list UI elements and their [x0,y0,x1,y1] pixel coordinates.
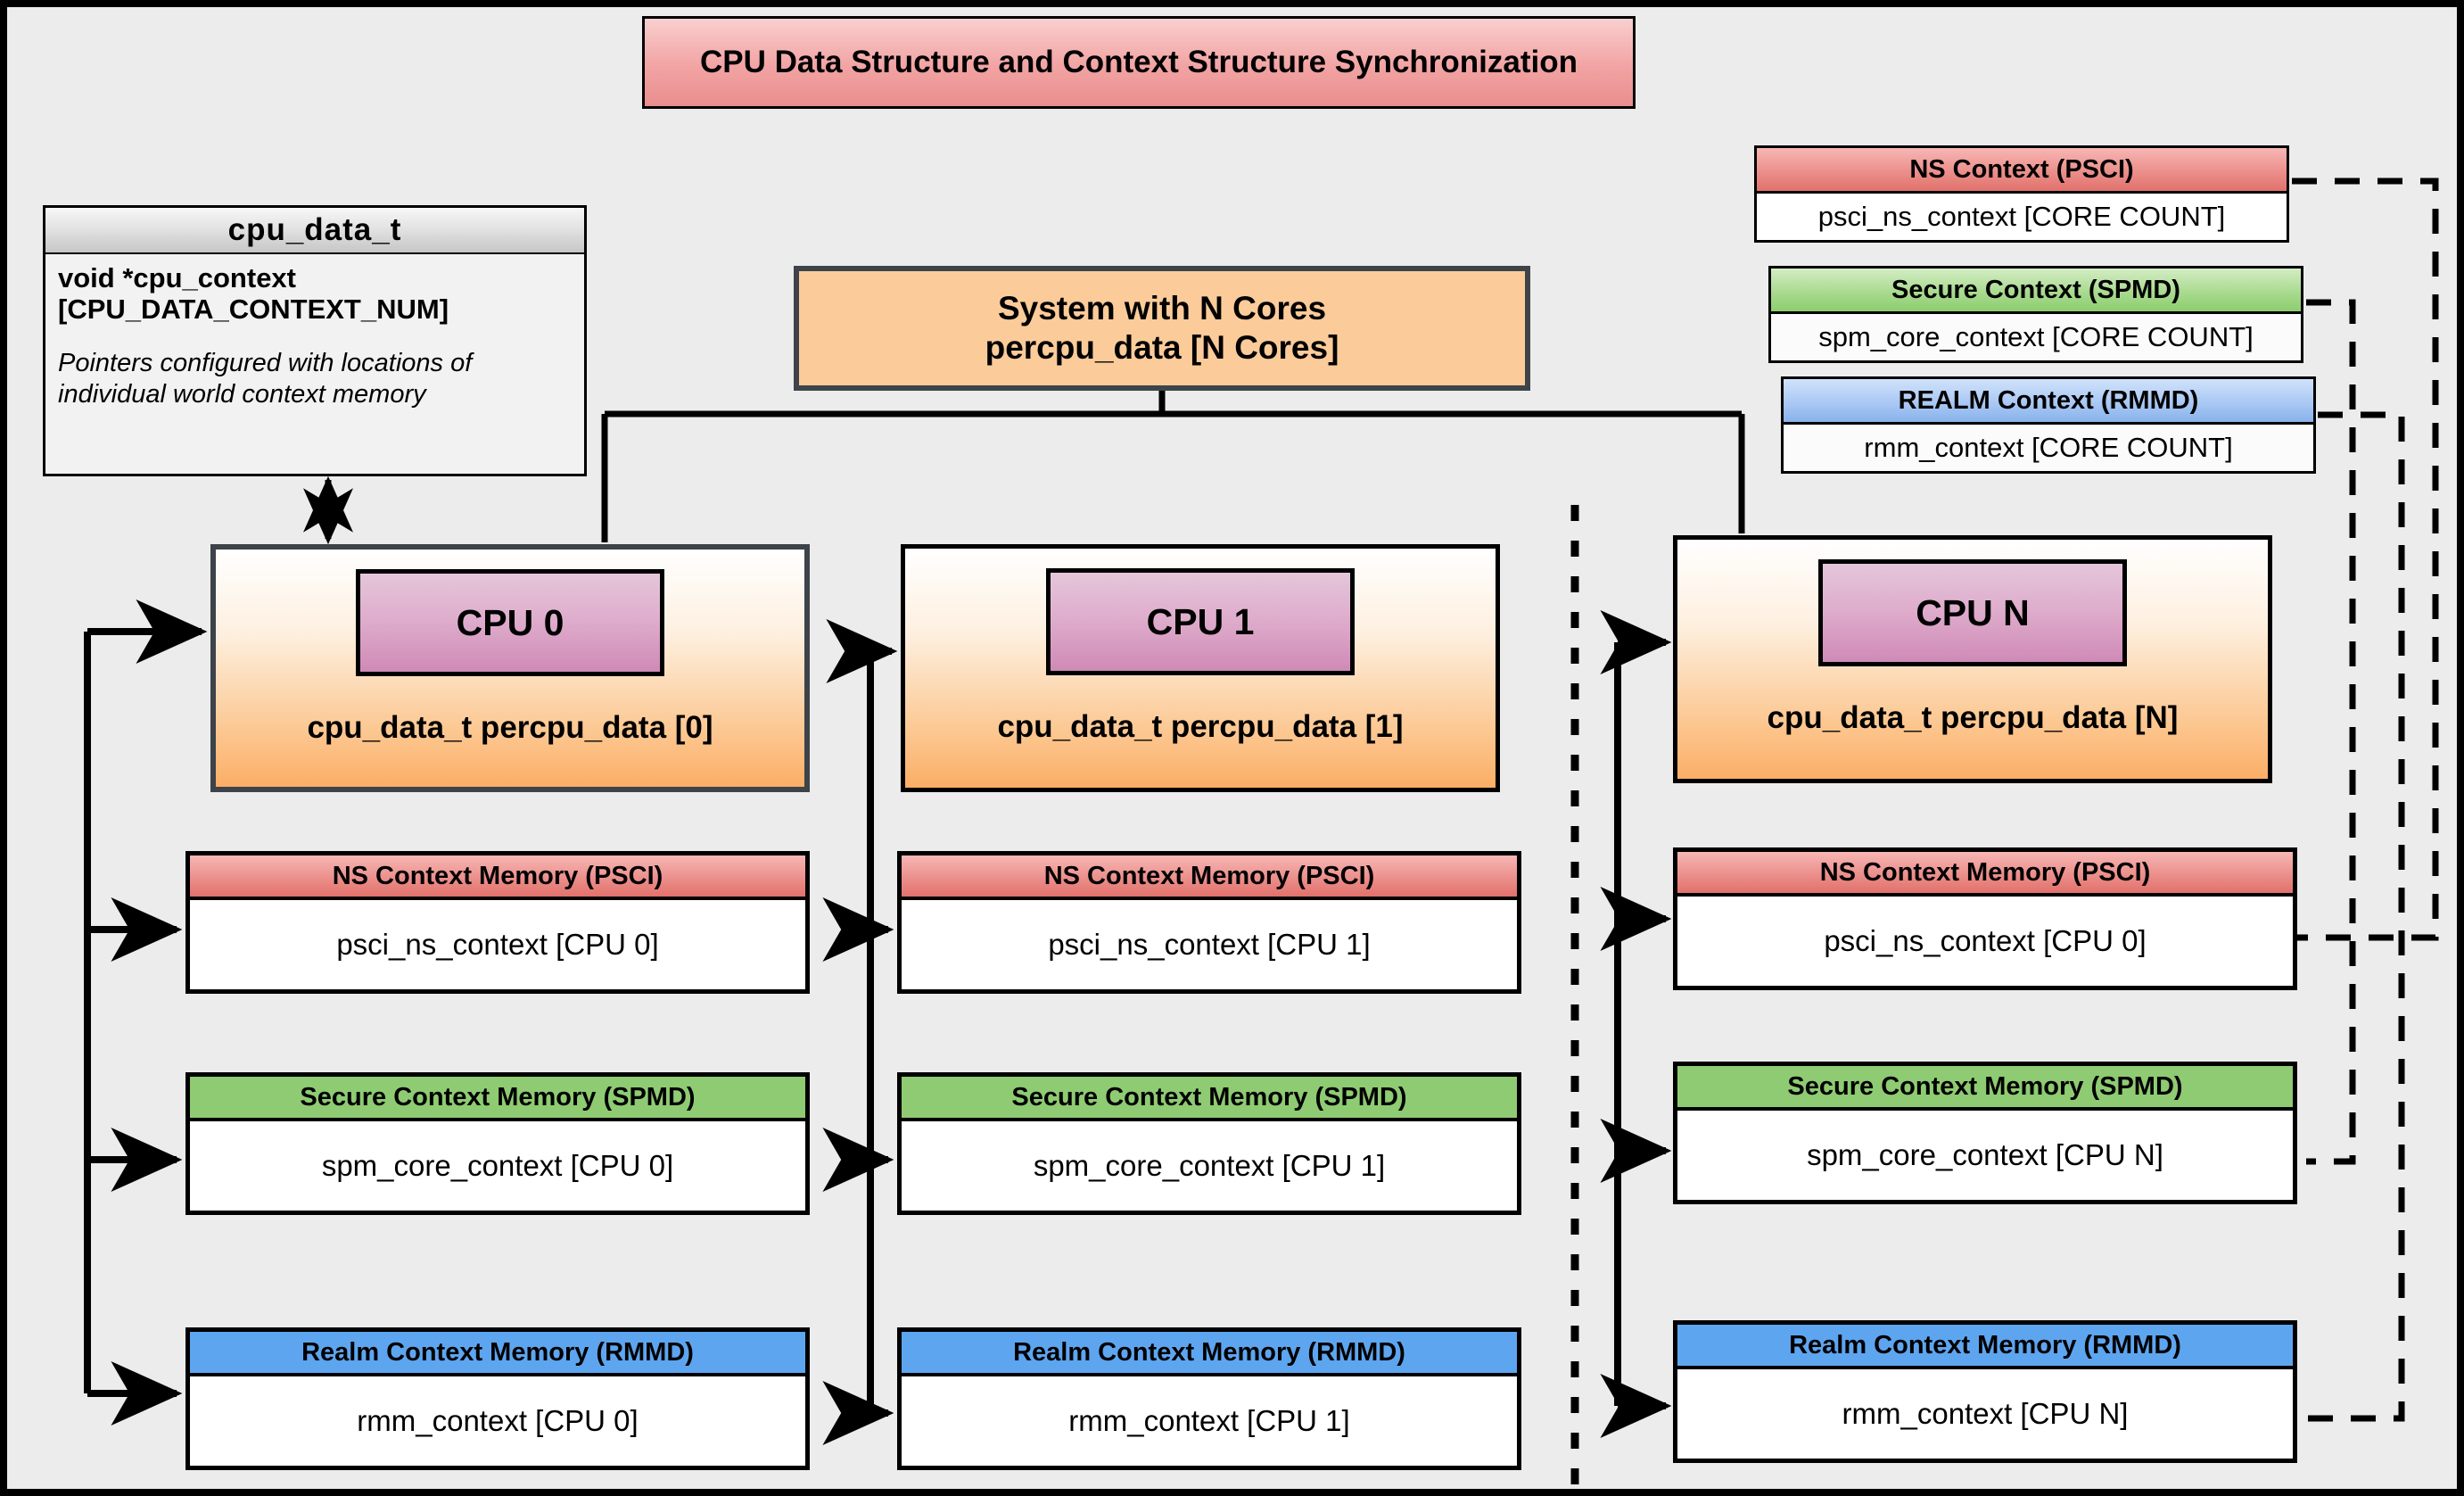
context-memory-ns-cpu0: NS Context Memory (PSCI) psci_ns_context… [185,851,810,994]
cpu-chip-n: CPU N [1818,559,2127,666]
cpu-node-1: CPU 1 cpu_data_t percpu_data [1] [901,544,1500,792]
global-context-realm-body: rmm_context [CORE COUNT] [1784,425,2313,471]
cpu0-pointer-bus [84,599,208,1426]
context-memory-realm-cpun: Realm Context Memory (RMMD) rmm_context … [1673,1320,2297,1463]
context-memory-secure-cpu1-header: Secure Context Memory (SPMD) [902,1077,1517,1121]
cpu-data-t-struct: cpu_data_t void *cpu_context [CPU_DATA_C… [43,205,587,476]
global-context-secure-header: Secure Context (SPMD) [1771,269,2301,314]
context-memory-ns-cpu1: NS Context Memory (PSCI) psci_ns_context… [897,851,1521,994]
context-memory-secure-cpu0: Secure Context Memory (SPMD) spm_core_co… [185,1072,810,1215]
cpu1-pointer-bus [822,619,898,1445]
cpu-label-n: cpu_data_t percpu_data [N] [1767,700,2179,735]
global-context-ns: NS Context (PSCI) psci_ns_context [CORE … [1754,145,2289,243]
context-memory-ns-cpu0-body: psci_ns_context [CPU 0] [190,900,805,989]
global-context-secure-body: spm_core_context [CORE COUNT] [1771,314,2301,360]
cpu-node-n: CPU N cpu_data_t percpu_data [N] [1673,535,2272,783]
global-realm-link [2306,411,2405,1422]
global-context-ns-header: NS Context (PSCI) [1757,148,2287,194]
context-memory-secure-cpun-body: spm_core_context [CPU N] [1677,1111,2293,1200]
context-memory-realm-cpu1-body: rmm_context [CPU 1] [902,1376,1517,1466]
global-context-ns-body: psci_ns_context [CORE COUNT] [1757,194,2287,240]
context-memory-secure-cpu1-body: spm_core_context [CPU 1] [902,1121,1517,1211]
system-line-2: percpu_data [N Cores] [985,329,1339,366]
context-memory-ns-cpu1-body: psci_ns_context [CPU 1] [902,900,1517,989]
cpu-label-1: cpu_data_t percpu_data [1] [997,709,1404,744]
global-context-secure: Secure Context (SPMD) spm_core_context [… [1768,266,2303,363]
context-memory-realm-cpu0: Realm Context Memory (RMMD) rmm_context … [185,1327,810,1470]
context-memory-realm-cpu1-header: Realm Context Memory (RMMD) [902,1332,1517,1376]
context-memory-secure-cpu1: Secure Context Memory (SPMD) spm_core_co… [897,1072,1521,1215]
cpu-node-0: CPU 0 cpu_data_t percpu_data [0] [210,544,810,792]
context-memory-ns-cpu1-header: NS Context Memory (PSCI) [902,855,1517,900]
cpu-data-t-header: cpu_data_t [45,208,584,254]
context-memory-secure-cpu0-body: spm_core_context [CPU 0] [190,1121,805,1211]
context-memory-realm-cpu0-header: Realm Context Memory (RMMD) [190,1332,805,1376]
cpu-data-t-declaration: void *cpu_context [CPU_DATA_CONTEXT_NUM] [58,262,449,325]
context-memory-realm-cpun-body: rmm_context [CPU N] [1677,1369,2293,1459]
cpu-data-t-note: Pointers configured with locations of in… [58,349,473,409]
cpu-chip-0: CPU 0 [356,569,664,676]
context-memory-ns-cpu0-header: NS Context Memory (PSCI) [190,855,805,900]
context-memory-secure-cpu0-header: Secure Context Memory (SPMD) [190,1077,805,1121]
diagram-canvas: CPU Data Structure and Context Structure… [7,7,2457,1489]
diagram-title: CPU Data Structure and Context Structure… [642,16,1636,109]
global-context-realm: REALM Context (RMMD) rmm_context [CORE C… [1781,376,2316,474]
global-ns-link [2292,178,2439,941]
context-memory-secure-cpun-header: Secure Context Memory (SPMD) [1677,1066,2293,1111]
cpu-chip-1: CPU 1 [1046,568,1355,675]
context-memory-realm-cpu0-body: rmm_context [CPU 0] [190,1376,805,1466]
system-node: System with N Cores percpu_data [N Cores… [794,266,1530,391]
context-memory-ns-cpun-body: psci_ns_context [CPU 0] [1677,897,2293,986]
context-memory-secure-cpun: Secure Context Memory (SPMD) spm_core_co… [1673,1062,2297,1204]
context-memory-ns-cpun: NS Context Memory (PSCI) psci_ns_context… [1673,847,2297,990]
context-memory-realm-cpu1: Realm Context Memory (RMMD) rmm_context … [897,1327,1521,1470]
system-tree-connector [601,391,1745,542]
global-context-realm-header: REALM Context (RMMD) [1784,379,2313,425]
cpu-label-0: cpu_data_t percpu_data [0] [307,710,713,745]
cpuN-pointer-bus [1600,610,1672,1438]
system-line-1: System with N Cores [997,290,1327,327]
context-memory-ns-cpun-header: NS Context Memory (PSCI) [1677,852,2293,897]
context-memory-realm-cpun-header: Realm Context Memory (RMMD) [1677,1325,2293,1369]
